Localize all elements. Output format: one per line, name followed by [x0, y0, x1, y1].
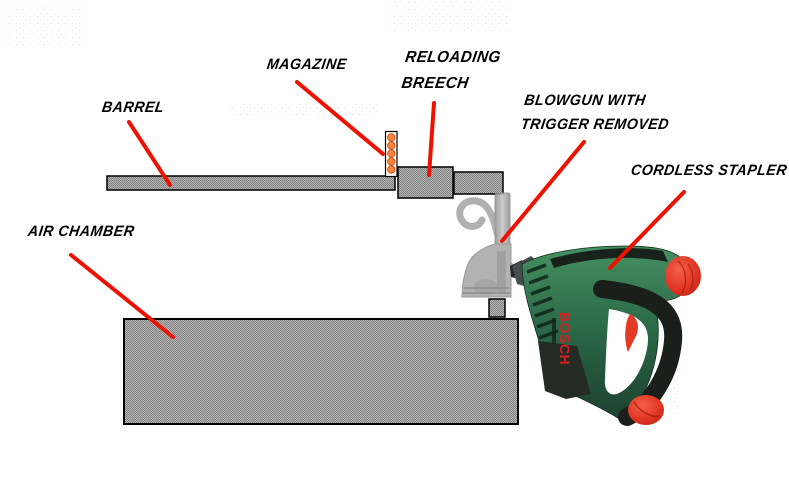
annotation-lines [69, 80, 686, 339]
label-reloading-breech: RELOADING BREECH [400, 45, 503, 97]
coupler-block-shape [453, 171, 504, 195]
annotation-line-air-chamber [69, 253, 175, 339]
pellet-dot [387, 133, 396, 142]
reloading-breech-shape [397, 166, 454, 199]
stapler-trigger [625, 314, 638, 352]
annotation-line-stapler [608, 190, 686, 270]
annotation-line-breech [427, 101, 436, 177]
pellet-dot [387, 157, 396, 166]
stapler-foot [538, 341, 591, 399]
bosch-logo: BOSCH [557, 312, 573, 365]
annotation-line-barrel [127, 120, 172, 187]
label-reloading-breech-line1: RELOADING [404, 49, 502, 66]
blowgun-shape [456, 192, 517, 298]
annotation-line-blowgun [500, 140, 586, 243]
label-air-chamber: AIR CHAMBER [26, 223, 136, 240]
label-blowgun-line1: BLOWGUN WITH [523, 92, 647, 109]
stapler-bottom-cap [628, 395, 664, 425]
label-barrel: BARREL [100, 99, 166, 116]
air-chamber-shape [123, 318, 519, 425]
label-cordless-stapler: CORDLESS STAPLER [629, 162, 789, 179]
pellet-dot [387, 165, 396, 174]
stapler-image: BOSCH [510, 245, 701, 426]
blowgun-connector-shape [488, 298, 506, 318]
barrel-shape [106, 175, 396, 191]
stapler-grip-top [550, 248, 668, 268]
label-blowgun-line2: TRIGGER REMOVED [519, 116, 671, 133]
annotation-line-magazine [295, 80, 385, 156]
label-magazine: MAGAZINE [265, 56, 348, 73]
label-reloading-breech-line2: BREECH [400, 75, 470, 92]
pellet-dot [387, 141, 396, 150]
pellet-dots [387, 133, 396, 174]
pellet-dot [387, 149, 396, 158]
label-blowgun: BLOWGUN WITH TRIGGER REMOVED [519, 89, 674, 137]
